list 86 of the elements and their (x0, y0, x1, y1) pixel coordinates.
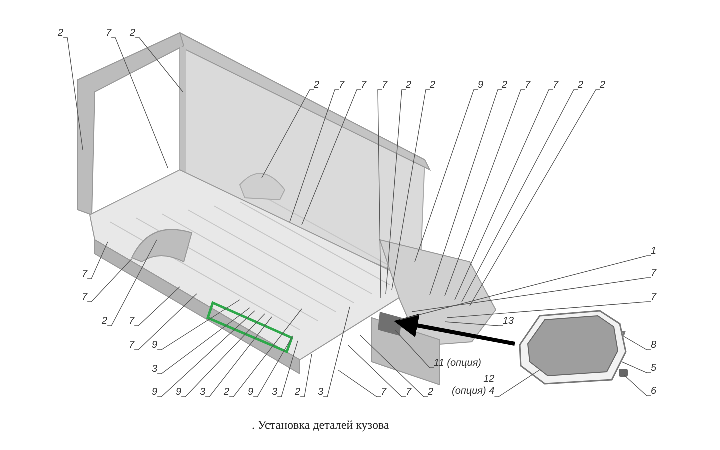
leader-line (290, 90, 340, 222)
leader-line (622, 336, 652, 350)
callout-number: 7 (129, 340, 135, 351)
leader-line (135, 38, 184, 92)
callout-number: 7 (339, 80, 345, 91)
callout-number: 7 (129, 316, 135, 327)
callout-number: 7 (525, 80, 531, 91)
callout-number: 2 (130, 28, 136, 39)
leader-line (394, 330, 434, 368)
arrow (394, 314, 516, 346)
leader-line (378, 90, 382, 298)
leader-line (412, 278, 652, 312)
callout-number: 2 (430, 80, 436, 91)
callout-number: 2 (428, 387, 434, 398)
callout-number: (опция) 4 (452, 386, 495, 398)
callout-number: 2 (58, 28, 64, 39)
leader-line (205, 316, 272, 398)
leader-line (300, 354, 312, 398)
leader-line (302, 90, 362, 226)
callout-number: 7 (82, 269, 88, 280)
leader-line (494, 370, 540, 398)
leader-line (323, 306, 350, 398)
callout-number: 2 (578, 80, 584, 91)
leader-line (338, 370, 382, 398)
leader-line (157, 308, 250, 374)
callout-number: 2 (224, 387, 230, 398)
callout-number: 2 (600, 80, 606, 91)
leader-line (87, 242, 108, 280)
leader-line (181, 314, 266, 398)
callout-number: 2 (406, 80, 412, 91)
callout-number: 5 (651, 363, 657, 374)
leader-line (157, 300, 240, 350)
callout-number: 7 (651, 268, 657, 279)
callout-number: 3 (318, 387, 324, 398)
leader-line (470, 90, 600, 306)
leader-line (454, 90, 554, 300)
callout-number: 9 (176, 387, 182, 398)
callout-number: 9 (152, 340, 158, 351)
callout-number: 2 (295, 387, 301, 398)
figure-caption: . Установка деталей кузова (252, 418, 390, 433)
leader-line (414, 90, 478, 262)
leader-line (624, 374, 652, 396)
callout-number: 2 (102, 316, 108, 327)
leader-line (622, 362, 652, 374)
callout-number: 7 (406, 387, 412, 398)
leader-line (360, 334, 428, 398)
leader-line (229, 308, 302, 398)
leader-line (63, 38, 84, 150)
callout-number: 6 (651, 386, 657, 397)
callout-number: 9 (248, 387, 254, 398)
leader-line (111, 38, 168, 168)
leader-line (253, 336, 294, 398)
leader-line (348, 344, 406, 398)
callout-number: 2 (502, 80, 508, 91)
callout-number: 3 (152, 364, 158, 375)
callout-number: 7 (82, 292, 88, 303)
leader-line (392, 90, 430, 290)
callout-number: 7 (553, 80, 559, 91)
leader-line (462, 90, 578, 302)
callout-number: 7 (361, 80, 367, 91)
leader-line (444, 322, 504, 326)
callout-number: 13 (503, 316, 514, 327)
callout-number: 12 (482, 374, 495, 386)
callout-number: 7 (382, 80, 388, 91)
callout-number: 3 (272, 387, 278, 398)
callout-number: 9 (152, 387, 158, 398)
leader-line (157, 310, 256, 398)
leader-line (446, 302, 652, 318)
leader-line (262, 90, 314, 178)
leader-line (444, 90, 526, 296)
callout-number: 9 (478, 80, 484, 91)
callout-number: 3 (200, 387, 206, 398)
callout-number: 7 (651, 292, 657, 303)
callout-number: 7 (381, 387, 387, 398)
leader-line (400, 256, 652, 320)
leader-line (386, 90, 406, 294)
callout-number: 2 (314, 80, 320, 91)
leader-line (134, 286, 180, 326)
callout-number: 8 (651, 340, 657, 351)
callout-number: 1 (651, 246, 657, 257)
leader-line (277, 340, 298, 398)
leader-line (87, 258, 132, 302)
callout-number: 7 (106, 28, 112, 39)
leader-line (107, 240, 158, 326)
leader-line (134, 294, 198, 350)
leader-line (430, 90, 502, 296)
